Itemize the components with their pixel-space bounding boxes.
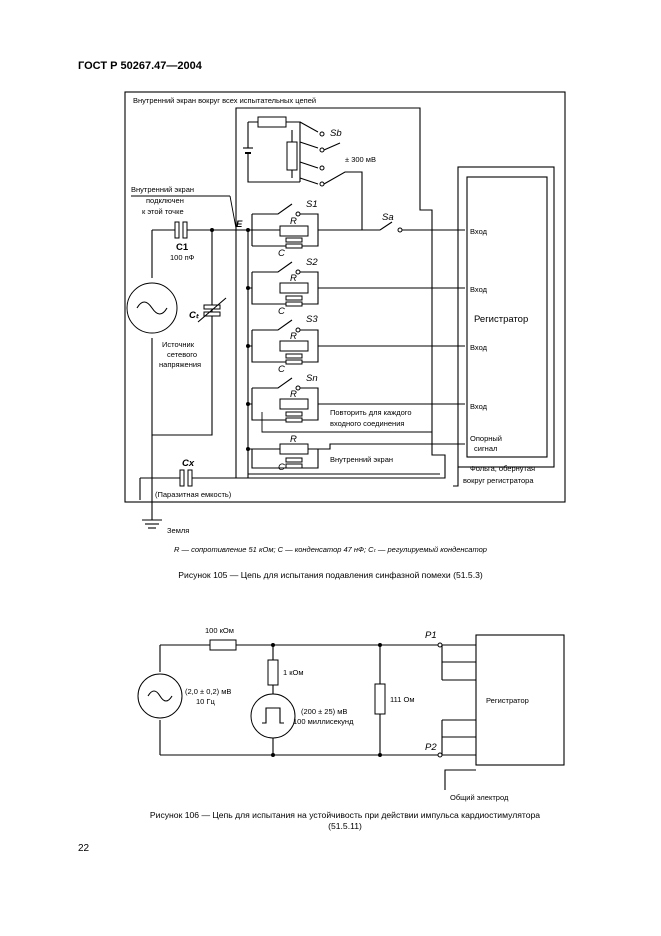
svg-text:P1: P1 [425,630,437,641]
svg-text:R: R [290,273,297,284]
svg-text:R: R [290,434,297,445]
svg-text:Sn: Sn [306,373,318,384]
dc-offset-label: ± 300 мВ [345,155,376,164]
resistor-sb-top [257,116,287,128]
document-header: ГОСТ Р 50267.47—2004 [78,60,202,72]
cx-label: Cx [182,458,195,469]
page-number: 22 [78,843,90,854]
svg-text:C: C [278,248,285,259]
outer-screen-box [124,91,566,503]
recorder-box-106 [475,634,565,766]
source-label-1: Источник [162,340,195,349]
svg-text:Sa: Sa [382,212,394,223]
svg-text:P2: P2 [425,742,437,753]
svg-text:Вход: Вход [470,402,488,411]
recorder-label-106: Регистратор [486,696,529,705]
svg-text:Опорный: Опорный [470,434,502,443]
svg-text:R: R [290,389,297,400]
svg-text:Вход: Вход [470,227,488,236]
c1-label: C1 [176,242,189,253]
channel-reference: R C Внутренний экран [248,434,465,473]
c1-value-label: 100 пФ [170,253,195,262]
ct-capacitor [203,304,221,310]
figure-105-diagram: Внутренний экран вокруг всех испытательн… [124,91,566,535]
sb-label: Sb [330,128,342,139]
svg-text:R: R [290,331,297,342]
svg-text:Повторить для каждого: Повторить для каждого [330,408,412,417]
ct-label: Cₜ [189,310,200,321]
svg-text:100 кОм: 100 кОм [205,626,234,635]
svg-text:(2,0 ± 0,2) мВ: (2,0 ± 0,2) мВ [185,687,231,696]
resistor-sb-pot [286,141,298,171]
svg-text:Внутренний экран: Внутренний экран [330,455,393,464]
figure-106-caption-line2: (51.5.11) [328,821,362,831]
inner-screen-boundary [235,107,446,479]
source-label-3: напряжения [159,360,201,369]
svg-text:Вход: Вход [470,343,488,352]
svg-text:Вход: Вход [470,285,488,294]
pulse-source-icon [250,693,296,739]
recorder-box-105 [466,176,548,458]
svg-text:1 кОм: 1 кОм [283,668,304,677]
sine-source-icon [137,673,183,719]
foil-box [457,166,555,468]
svg-text:100 миллисекунд: 100 миллисекунд [293,717,354,726]
recorder-label-105: Регистратор [474,314,528,325]
screen-connect-label-1: Внутренний экран [131,185,194,194]
svg-text:входного соединения: входного соединения [330,419,404,428]
svg-text:C: C [278,306,285,317]
svg-text:S1: S1 [306,199,318,210]
svg-text:R: R [290,216,297,227]
svg-text:(200 ± 25) мВ: (200 ± 25) мВ [301,707,347,716]
svg-text:S2: S2 [306,257,318,268]
svg-text:111 Ом: 111 Ом [390,695,414,704]
figure-106-caption: Рисунок 106 — Цепь для испытания на усто… [110,810,580,832]
svg-text:Фольга, обернутая: Фольга, обернутая [470,464,535,473]
screen-connect-label-2: подключен [146,196,184,205]
parasitic-label: (Паразитная емкость) [155,490,232,499]
outer-screen-label: Внутренний экран вокруг всех испытательн… [133,96,316,105]
screen-connect-label-3: к этой точке [142,207,184,216]
svg-text:S3: S3 [306,314,318,325]
svg-text:вокруг регистратора: вокруг регистратора [463,476,534,485]
source-label-2: сетевого [167,350,197,359]
figure-105-legend: R — сопротивление 51 кОм; C — конденсато… [174,545,487,554]
svg-text:сигнал: сигнал [474,444,497,453]
ground-label: Земля [167,526,189,535]
node-e-label: E [236,219,243,230]
figure-105-caption: Рисунок 105 — Цепь для испытания подавле… [178,570,483,580]
svg-text:C: C [278,364,285,375]
channel-s1: S1 R C Sa [248,199,465,259]
svg-text:10 Гц: 10 Гц [196,697,215,706]
svg-text:Общий электрод: Общий электрод [450,793,509,802]
figure-106-caption-line1: Рисунок 106 — Цепь для испытания на усто… [149,810,541,820]
